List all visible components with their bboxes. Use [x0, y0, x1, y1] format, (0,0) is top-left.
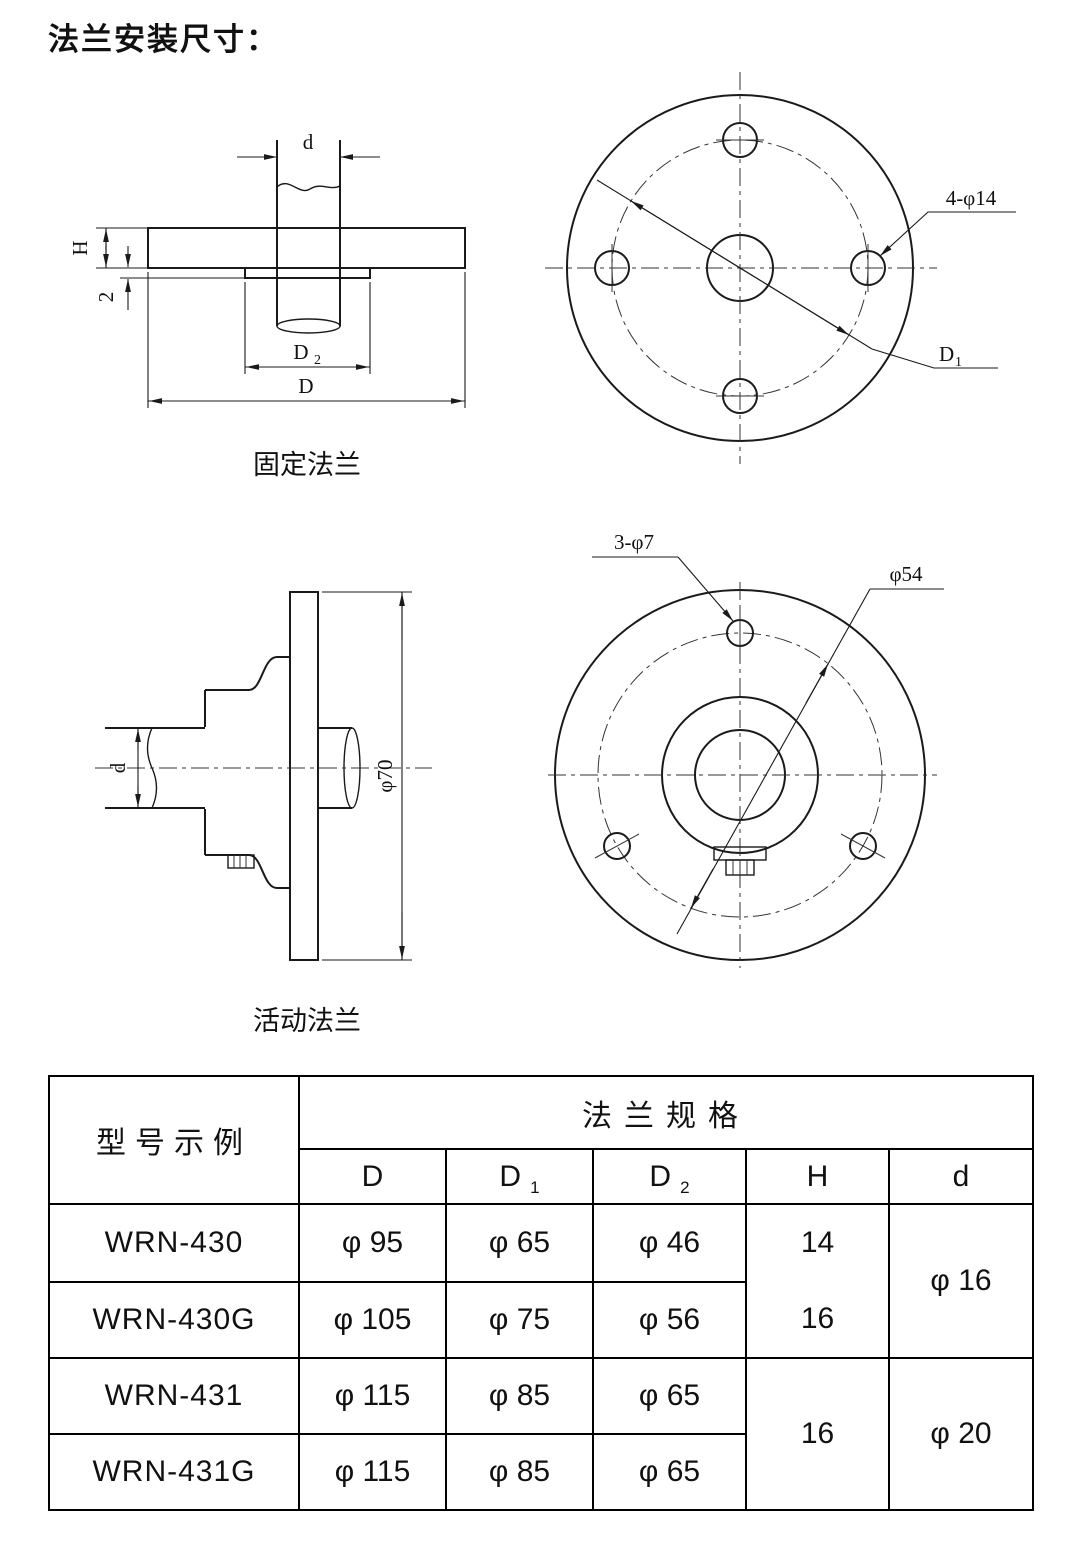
movable-flange-side-view: d φ70 活动法兰	[95, 591, 432, 1036]
dim-label-d2-sub: 2	[314, 353, 321, 368]
table-row: WRN-430G φ 105 φ 75 φ 56	[48, 1280, 1033, 1359]
table-header-model: 型号示例	[48, 1075, 300, 1205]
cell-D: φ 115	[298, 1357, 447, 1435]
label-dia54: φ54	[889, 562, 923, 586]
fixed-flange-front-view: 4-φ14 D 1	[545, 72, 1016, 464]
caption-fixed-flange: 固定法兰	[253, 450, 361, 480]
dim-label-d: d	[303, 130, 314, 154]
table-header-spec: 法兰规格	[298, 1075, 1034, 1150]
cell-model: WRN-431	[48, 1357, 300, 1435]
label-d1-sub: 1	[955, 355, 962, 370]
cell-D1: φ 85	[445, 1433, 594, 1511]
table-col-h: H	[745, 1148, 890, 1205]
dim-label-d-tube: d	[106, 762, 130, 773]
cell-D1: φ 85	[445, 1357, 594, 1435]
label-bolt-holes-3: 3-φ7	[614, 530, 654, 554]
cell-model: WRN-430G	[48, 1280, 300, 1359]
movable-flange-front-view: 3-φ7 φ54	[548, 530, 944, 968]
caption-movable-flange: 活动法兰	[253, 1006, 361, 1036]
table-row: WRN-431G φ 115 φ 85 φ 65	[48, 1433, 1033, 1511]
dim-label-h: H	[68, 240, 92, 255]
cell-model: WRN-430	[48, 1203, 300, 1283]
dim-label-d2: D	[293, 340, 308, 364]
dim-label-d-outer: D	[298, 374, 313, 398]
table-col-d-bore: d	[888, 1148, 1034, 1205]
cell-D2: φ 65	[592, 1433, 747, 1511]
cell-d-group1: φ 16	[888, 1203, 1034, 1359]
fixed-flange-side-view: d H 2 D 2 D 固定法兰	[68, 130, 466, 480]
cell-h-group2: 16	[745, 1357, 890, 1511]
cell-h-group1: 14 16	[745, 1203, 890, 1359]
cell-D: φ 115	[298, 1433, 447, 1511]
cell-d-group2: φ 20	[888, 1357, 1034, 1511]
cell-D1: φ 65	[445, 1203, 594, 1283]
table-col-d-outer: D	[298, 1148, 447, 1205]
cell-model: WRN-431G	[48, 1433, 300, 1511]
label-bolt-holes-4: 4-φ14	[946, 186, 997, 210]
table-row: WRN-431 φ 115 φ 85 φ 65 16 φ 20	[48, 1357, 1034, 1511]
dim-label-dia70: φ70	[373, 759, 397, 792]
page-title: 法兰安装尺寸：	[48, 22, 279, 57]
cell-D1: φ 75	[445, 1280, 594, 1359]
label-d1: D	[939, 342, 954, 366]
table-row: WRN-430 φ 95 φ 65 φ 46 14 16 φ 16	[48, 1203, 1034, 1359]
cell-D: φ 95	[298, 1203, 447, 1283]
cell-D2: φ 65	[592, 1357, 747, 1435]
dim-label-2: 2	[94, 292, 118, 303]
cell-D2: φ 46	[592, 1203, 747, 1283]
cell-D: φ 105	[298, 1280, 447, 1359]
cell-D2: φ 56	[592, 1280, 747, 1359]
